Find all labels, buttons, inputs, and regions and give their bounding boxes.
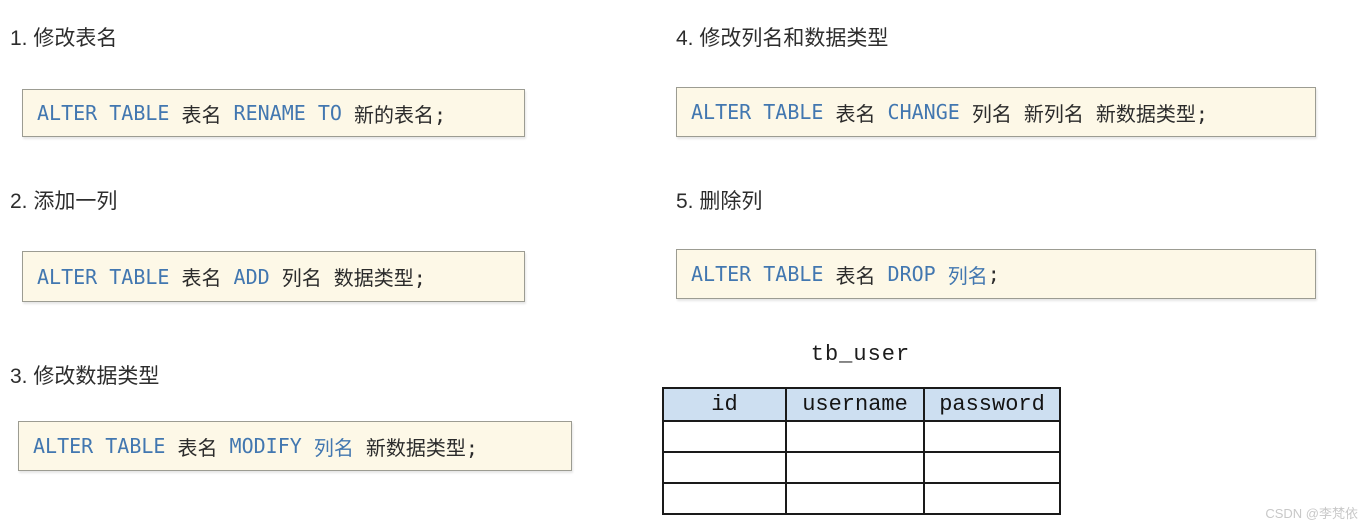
tb-user-table: id username password	[662, 387, 1061, 515]
table-empty-cell	[923, 482, 1061, 515]
code-token: 列名 新列名 新数据类型;	[959, 101, 1208, 126]
code-token: 新数据类型;	[353, 435, 478, 460]
table-row	[662, 482, 1061, 515]
watermark: CSDN @李梵依	[1265, 506, 1358, 521]
section-1-heading: 1. 修改表名	[10, 27, 118, 50]
code-token: ALTER TABLE	[691, 100, 824, 124]
code-token: CHANGE	[887, 100, 960, 124]
table-header-username: username	[785, 387, 925, 422]
code-token: ALTER TABLE	[37, 101, 170, 125]
table-row	[662, 451, 1061, 484]
code-token: RENAME TO	[233, 101, 342, 125]
code-token: DROP	[887, 262, 936, 286]
code-token: ADD	[233, 264, 270, 289]
table-empty-cell	[923, 420, 1061, 453]
table-empty-cell	[785, 451, 925, 484]
section-3-heading: 3. 修改数据类型	[10, 365, 160, 388]
code-token: 列名	[947, 263, 988, 288]
code-token: 列名	[313, 435, 354, 460]
code-token: 表名	[823, 263, 888, 288]
code-token: 表名	[823, 101, 888, 126]
code-token: 列名 数据类型;	[269, 266, 426, 290]
code-token: ALTER TABLE	[691, 262, 824, 286]
section-3-code-box: ALTER TABLE 表名 MODIFY 列名 新数据类型;	[18, 421, 572, 471]
code-token: MODIFY	[229, 434, 302, 458]
section-4-heading: 4. 修改列名和数据类型	[676, 27, 889, 50]
section-2-heading: 2. 添加一列	[10, 190, 118, 213]
code-token: 表名	[169, 266, 234, 290]
table-header-id: id	[662, 387, 787, 422]
code-token: ALTER TABLE	[33, 434, 166, 458]
table-empty-cell	[662, 451, 787, 484]
code-token: ;	[987, 262, 1000, 286]
code-token	[302, 434, 314, 458]
section-5-code-box: ALTER TABLE 表名 DROP 列名;	[676, 249, 1316, 299]
table-header-password: password	[923, 387, 1061, 422]
code-token: ALTER TABLE	[37, 264, 170, 289]
section-5-heading: 5. 删除列	[676, 190, 763, 213]
table-empty-cell	[923, 451, 1061, 484]
section-2-code-box: ALTER TABLE 表名 ADD 列名 数据类型;	[22, 251, 525, 302]
table-empty-cell	[785, 482, 925, 515]
section-4-code-box: ALTER TABLE 表名 CHANGE 列名 新列名 新数据类型;	[676, 87, 1316, 137]
table-empty-cell	[662, 420, 787, 453]
table-empty-cell	[785, 420, 925, 453]
table-title: tb_user	[810, 342, 911, 367]
table-empty-cell	[662, 482, 787, 515]
code-token	[936, 262, 948, 286]
table-header-row: id username password	[662, 387, 1061, 422]
code-token: 新的表名;	[341, 102, 447, 127]
code-token: 表名	[165, 435, 230, 460]
section-1-code-box: ALTER TABLE 表名 RENAME TO 新的表名;	[22, 89, 525, 137]
code-token: 表名	[169, 102, 234, 127]
table-row	[662, 420, 1061, 453]
